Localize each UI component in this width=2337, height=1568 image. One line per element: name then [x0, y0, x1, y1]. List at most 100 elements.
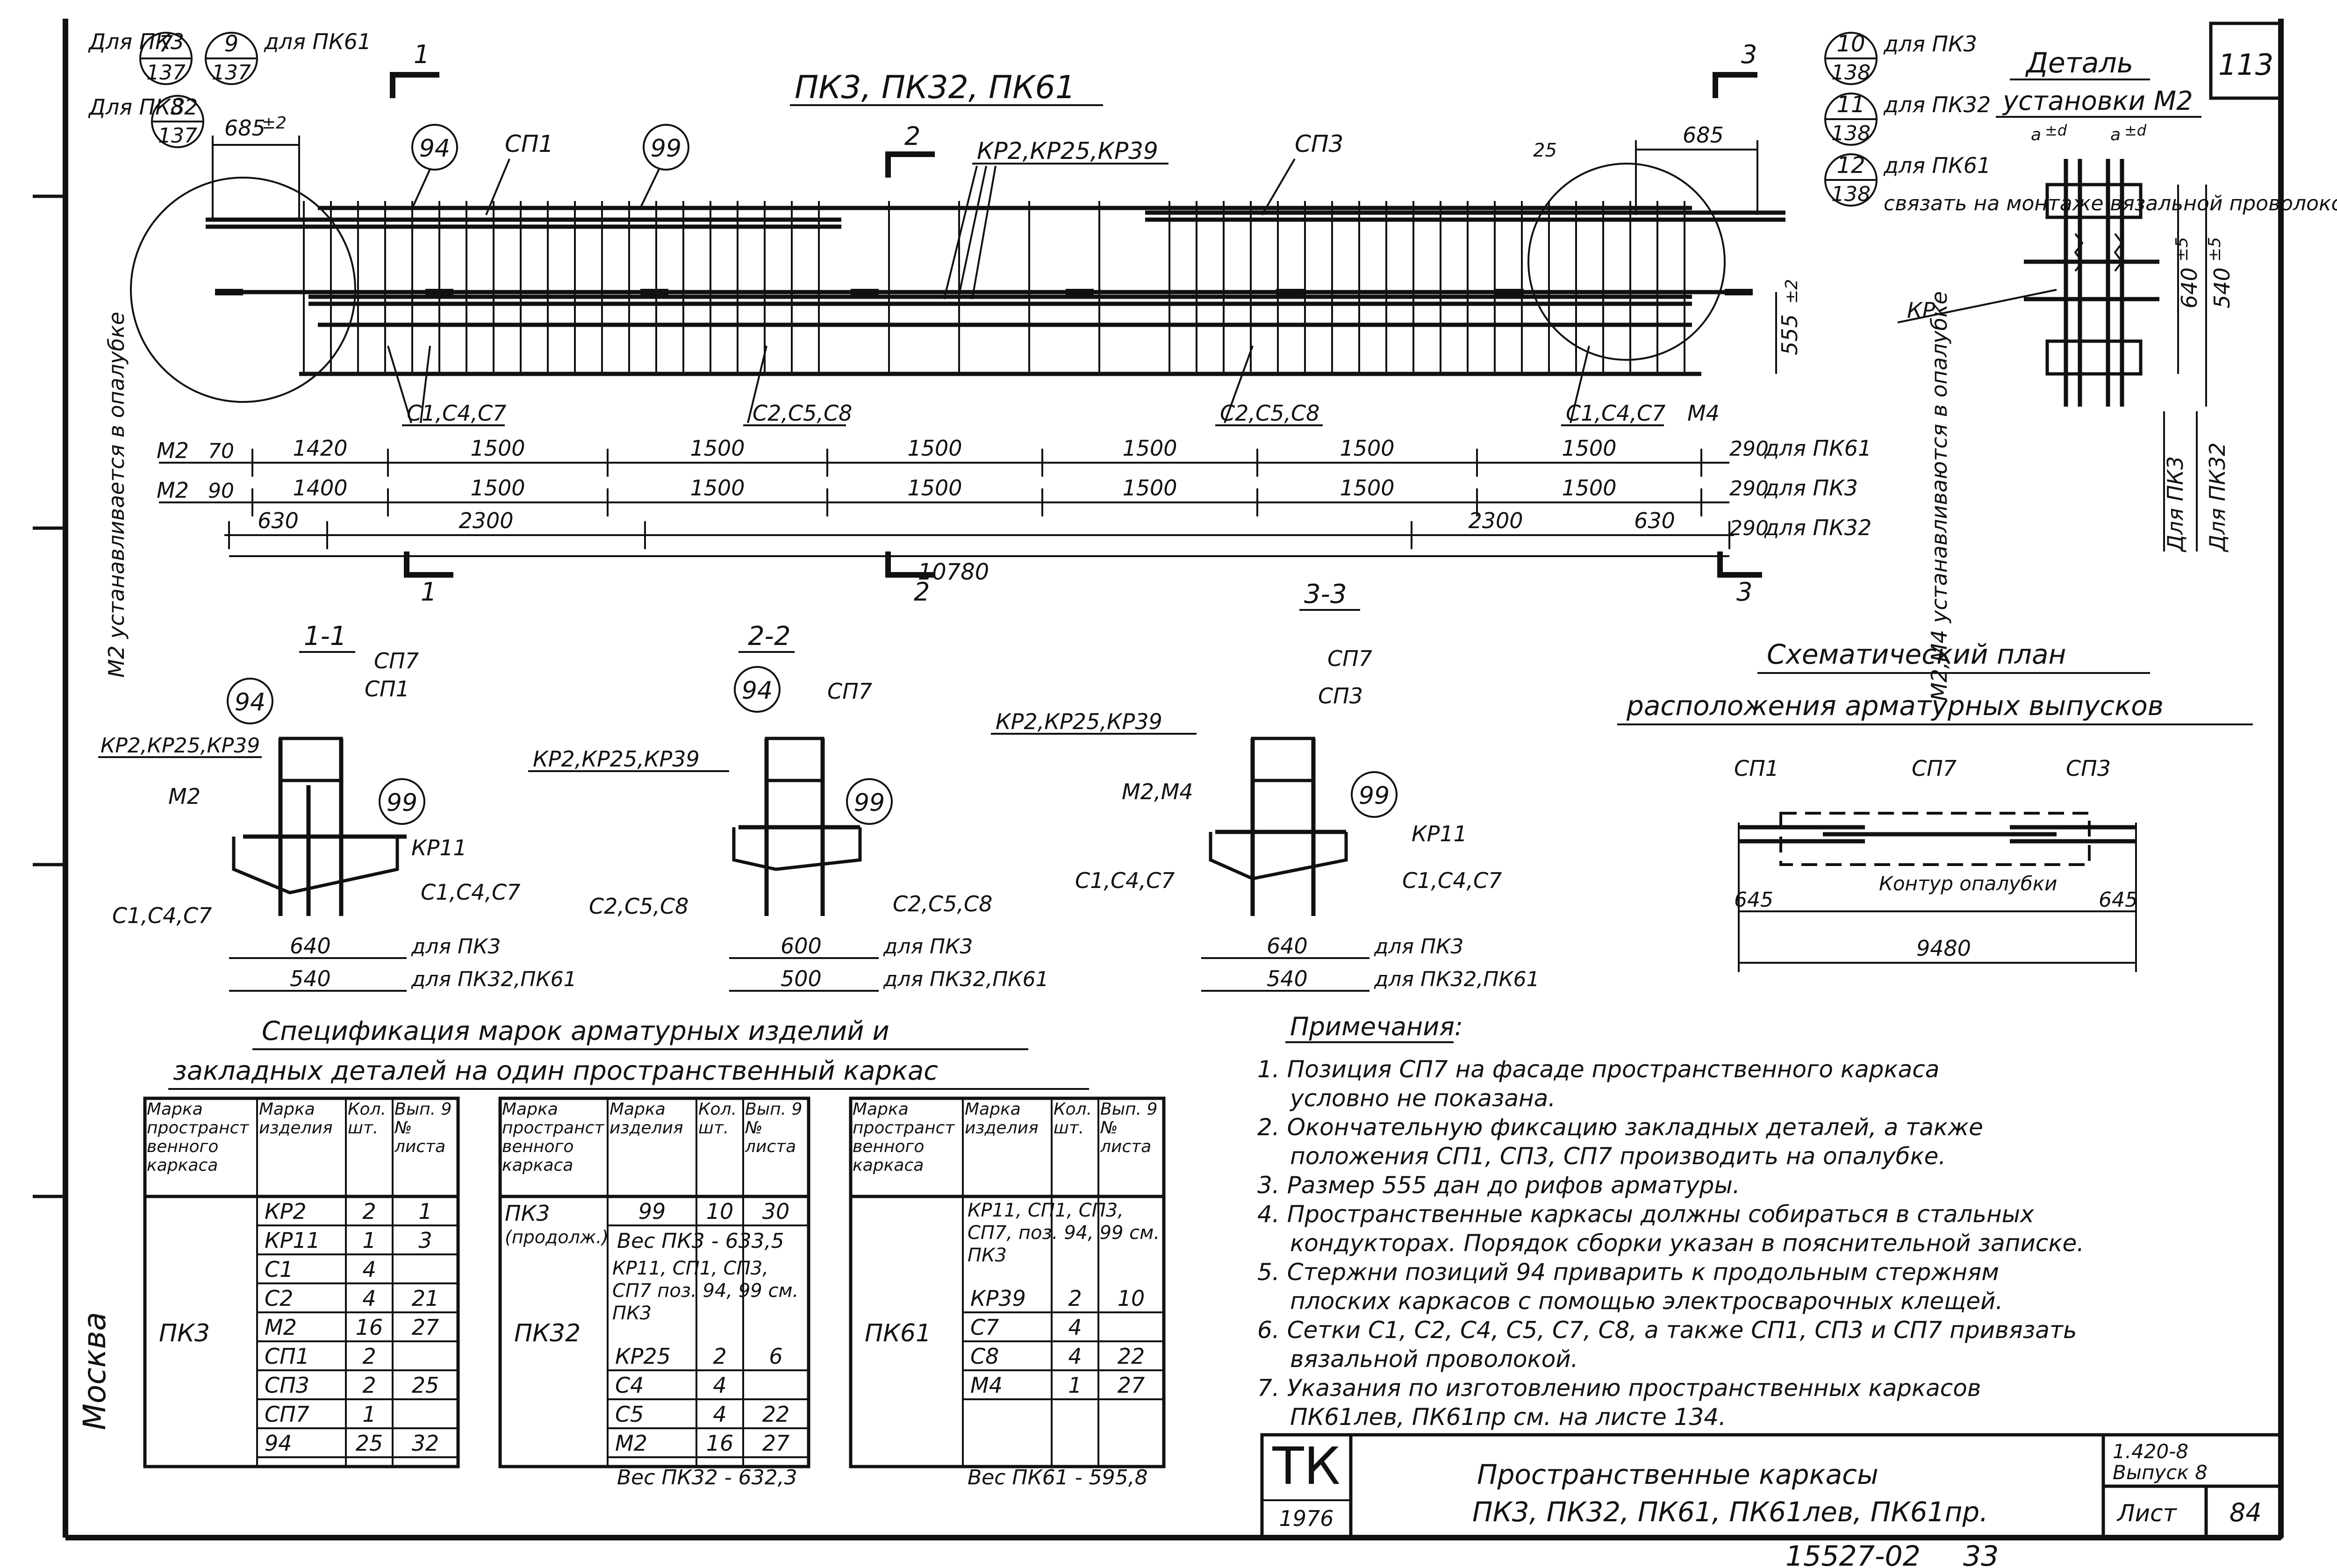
spec-b2-frame-a: ПК3 — [505, 1201, 550, 1226]
s3-note-a: для ПК3 — [1374, 935, 1463, 959]
detail-tol2: ±d — [2124, 122, 2147, 139]
section-3-3: 3-3 99 СП7 СП3 КР2,КР25,КР39 М2,М4 КР11 … — [991, 579, 1540, 992]
spec-b1-mark-4: М2 — [265, 1315, 297, 1340]
ref3-left-label: Для ПК32 — [88, 94, 198, 120]
ref2-num: 9 — [224, 31, 239, 57]
ref6-sheet: 138 — [1831, 182, 1871, 206]
s3-m2m4: М2,М4 — [1122, 779, 1193, 804]
spec-b1-mark-0: КР2 — [265, 1199, 307, 1224]
stamp-issue: Выпуск 8 — [2113, 1461, 2208, 1484]
m4-label: М4 — [1687, 401, 1720, 426]
spec-b1-qty-8: 25 — [356, 1431, 383, 1456]
spec-b2-mark-1: С4 — [615, 1373, 644, 1398]
spec-b1-mark-5: СП1 — [265, 1344, 309, 1369]
dim-row3-0: 630 — [258, 508, 299, 533]
spec-title-2: закладных деталей на один пространственн… — [173, 1056, 938, 1086]
spec-b1-sheet-3: 21 — [412, 1286, 439, 1311]
s2-kr: КР2,КР25,КР39 — [533, 746, 700, 772]
spec-b3-qty-3: 1 — [1068, 1373, 1082, 1398]
s2-pos94: 94 — [742, 677, 773, 705]
reference-bubbles: Для ПК3 7 137 9 137 для ПК61 Для ПК32 8 … — [88, 29, 1991, 207]
spec-header-0-1: Марка изделия — [259, 1100, 333, 1138]
spec-b3-qty-1: 4 — [1068, 1315, 1082, 1340]
note-line-4: 3. Размер 555 дан до рифов арматуры. — [1257, 1172, 1740, 1199]
spec-b1-mark-7: СП7 — [265, 1402, 309, 1427]
dim-row2-dims-6: 1500 — [1562, 475, 1616, 501]
dim-row1-dims-3: 1500 — [907, 436, 962, 461]
dim-555-tol: ±2 — [1782, 279, 1801, 304]
title-stamp: ТК 1976 Пространственные каркасы ПК3, ПК… — [1260, 1433, 2283, 1539]
s1-dim-a: 640 — [290, 933, 331, 959]
scheme-contour: Контур опалубки — [1879, 872, 2057, 895]
s3-sp3: СП3 — [1318, 683, 1363, 709]
s3-pos99: 99 — [1359, 782, 1390, 810]
spec-b1-qty-3: 4 — [362, 1286, 376, 1311]
row2-end: 290 — [1729, 516, 1769, 540]
scheme-sp3: СП3 — [2066, 756, 2111, 781]
note-line-7: 5. Стержни позиций 94 приварить к продол… — [1257, 1259, 1999, 1286]
section-2-2: 2-2 94 99 СП7 КР2,КР25,КР39 С2,С5,С8 С2,… — [528, 621, 1049, 992]
row1-note-b: для ПК3 — [1764, 475, 1858, 501]
s1-m2: М2 — [168, 784, 201, 809]
c-mid1-label: С2,С5,С8 — [753, 401, 852, 426]
s1-title: 1-1 — [304, 621, 346, 652]
dim-row1-dims-6: 1500 — [1562, 436, 1616, 461]
spec-b2-qty-1: 4 — [713, 1373, 726, 1398]
s3-dim-b: 540 — [1267, 966, 1308, 991]
spec-b1-sheet-6: 25 — [412, 1373, 439, 1398]
dim-row1-dims-1: 1500 — [470, 436, 525, 461]
row2-note: для ПК32 — [1764, 515, 1871, 540]
dim-row1-dims-5: 1500 — [1340, 436, 1394, 461]
scheme-title-2: расположения арматурных выпусков — [1626, 690, 2164, 722]
spec-header-1-3: Вып. 9 № листа — [745, 1100, 803, 1156]
dim-row1-dims-4: 1500 — [1122, 436, 1177, 461]
ref3-sheet: 137 — [158, 124, 197, 148]
city-label: Москва — [77, 1312, 113, 1430]
notes-title: Примечания: — [1290, 1012, 1463, 1041]
spec-b2-sheet-3: 27 — [762, 1431, 790, 1456]
note-line-2: 2. Окончательную фиксацию закладных дета… — [1257, 1114, 1983, 1141]
s2-c-right: С2,С5,С8 — [893, 891, 992, 916]
dim-row2-dims-4: 1500 — [1122, 475, 1177, 501]
ref2-sheet: 137 — [212, 61, 251, 85]
s3-c-right: С1,С4,С7 — [1402, 868, 1502, 893]
scheme-dim-right: 645 — [2099, 888, 2138, 912]
spec-header-0-3: Вып. 9 № листа — [394, 1100, 452, 1156]
ref6-label: для ПК61 — [1883, 153, 1991, 178]
s3-kr: КР2,КР25,КР39 — [996, 709, 1162, 734]
page-number: 113 — [2218, 48, 2273, 82]
dim-row2-dims-3: 1500 — [907, 475, 962, 501]
row1-end-b: 290 — [1729, 477, 1769, 501]
s1-dim-b: 540 — [290, 966, 331, 991]
scheme-title-1: Схематический план — [1767, 638, 2066, 670]
spec-b1-sheet-1: 3 — [418, 1228, 432, 1253]
spec-header-1-1: Марка изделия — [609, 1100, 683, 1138]
scheme-sp7: СП7 — [1912, 756, 1957, 781]
spec-b3-same-as: КР11, СП1, СП3, СП7, поз. 94, 99 см. ПК3 — [968, 1200, 1160, 1266]
spec-b3-mark-0: КР39 — [970, 1286, 1026, 1311]
detail-title-2: установки М2 — [2002, 86, 2193, 116]
stamp-logo: ТК — [1272, 1436, 1340, 1496]
detail-tol1: ±d — [2045, 122, 2067, 139]
cut2-top: 2 — [904, 122, 920, 151]
stamp-year: 1976 — [1279, 1506, 1333, 1531]
row1-end-a: 290 — [1729, 437, 1769, 461]
spec-b2-weight-b: Вес ПК32 - 632,3 — [617, 1466, 797, 1489]
spec-header-1-2: Кол. шт. — [698, 1100, 737, 1138]
stamp-sheet-no: 84 — [2229, 1498, 2262, 1527]
spec-b1-qty-4: 16 — [356, 1315, 383, 1340]
s1-sp1: СП1 — [365, 676, 409, 702]
s1-c-right: С1,С4,С7 — [421, 880, 520, 905]
spec-b1-qty-7: 1 — [362, 1402, 376, 1427]
detail-a2: a — [2110, 125, 2121, 144]
spec-b1-qty-2: 4 — [362, 1257, 376, 1282]
dim-row3-2: 2300 — [1468, 508, 1523, 533]
spec-b1-sheet-0: 1 — [418, 1199, 432, 1224]
ref5-num: 11 — [1836, 92, 1865, 118]
spec-b3-qty-2: 4 — [1068, 1344, 1082, 1369]
dim-row3-1: 2300 — [459, 508, 513, 533]
spec-b2-qty-2: 4 — [713, 1402, 726, 1427]
main-title: ПК3, ПК32, ПК61 — [795, 69, 1075, 106]
scheme-total: 9480 — [1916, 936, 1971, 961]
detail-640-tol: ±5 — [2172, 237, 2192, 262]
